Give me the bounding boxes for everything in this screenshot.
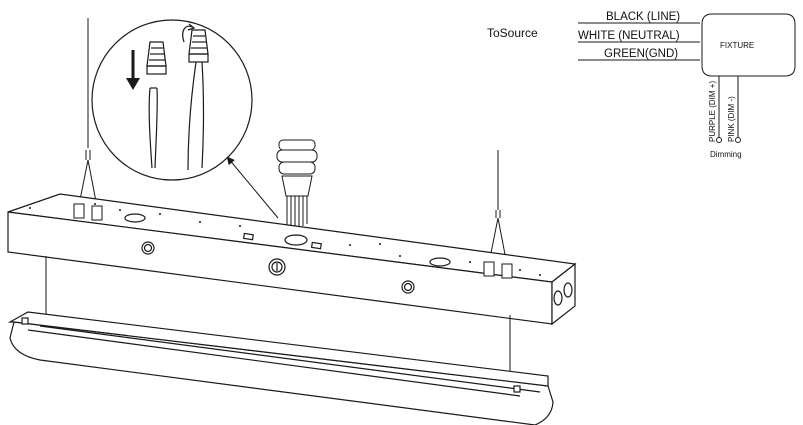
arrow-down-head [126, 78, 140, 90]
hanger-clips [73, 203, 513, 279]
housing-end [551, 262, 576, 326]
green-gnd-wire-label: GREEN(GND) [604, 48, 678, 60]
white-neutral-wire-label: WHITE (NEUTRAL) [578, 30, 680, 42]
to-source-label: ToSource [487, 26, 538, 40]
knockout-2 [429, 257, 451, 267]
lens-body [9, 321, 554, 425]
fixture-box [701, 13, 796, 77]
power-connector [276, 139, 318, 228]
lens-rim [7, 311, 549, 387]
purple-dim-label: PURPLE (DIM +) [708, 81, 717, 142]
black-line-wire-label: BLACK (LINE) [606, 11, 680, 23]
cord-entry-hole [284, 234, 308, 246]
rotate-icon [182, 25, 193, 43]
dimming-label: Dimming [710, 150, 742, 159]
pink-dim-terminal [735, 137, 741, 143]
fixture-housing [7, 193, 577, 326]
pink-dim-label: PINK (DIM -) [727, 96, 736, 142]
wire-nut-twisted-icon [182, 23, 209, 63]
fixture-label: FIXTURE [720, 41, 754, 50]
wire-right-b [201, 61, 205, 169]
wire-left-b [154, 87, 158, 169]
knockout-1 [124, 213, 146, 223]
wire-left-a [148, 87, 153, 169]
lens-diffuser [7, 311, 554, 425]
wire-nut-icon [146, 41, 167, 75]
wiring-schematic: ToSource BLACK (LINE) WHITE (NEUTRAL) GR… [487, 11, 796, 159]
wire-nut-detail [91, 19, 253, 181]
purple-dim-terminal [716, 137, 722, 143]
wire-right-a [187, 61, 197, 171]
detail-circle [91, 19, 253, 181]
detail-leader-arrow [226, 156, 279, 219]
screw-dots [29, 203, 541, 276]
